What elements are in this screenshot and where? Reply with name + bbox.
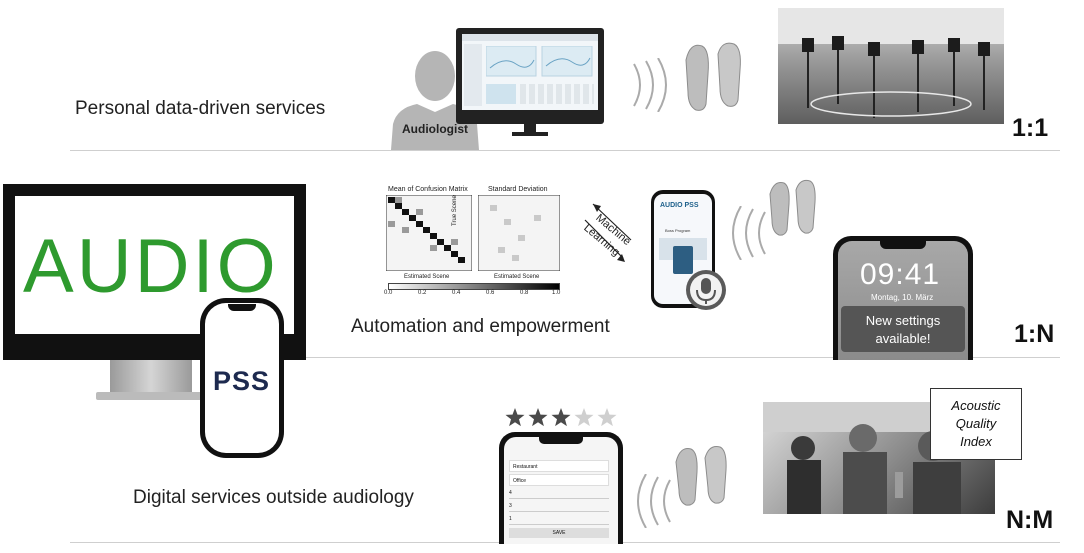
audiologist-monitor: [456, 28, 604, 136]
colorbar-tick-3: 0.6: [486, 290, 495, 296]
survey-field-5[interactable]: 1: [509, 515, 609, 525]
lock-screen-phone: 09:41 Montag, 10. März New settings avai…: [833, 236, 973, 360]
notification-text: New settings available!: [865, 313, 941, 346]
confusion-left-title: Mean of Confusion Matrix: [388, 186, 468, 193]
row-label-automation: Automation and empowerment: [351, 316, 610, 337]
hearing-aid-icon: [769, 179, 816, 236]
confusion-right-title: Standard Deviation: [488, 186, 548, 193]
sound-wave-icon: [732, 206, 766, 260]
confusion-xlabel-left: Estimated Scene: [404, 274, 450, 280]
confusion-colorbar: [388, 283, 560, 290]
survey-save-button[interactable]: SAVE: [509, 528, 609, 538]
survey-option-1-label: Restaurant: [513, 464, 538, 470]
colorbar-tick-0: 0.0: [384, 290, 393, 296]
audio-pss-app-phone: AUDIO PSS Boss Program: [651, 190, 715, 308]
pss-phone: PSS: [200, 298, 284, 458]
ratio-label-1-1: 1:1: [1012, 114, 1049, 142]
survey-phone: Restaurant Office 4 3 1 SAVE: [499, 432, 623, 544]
survey-option-2-label: Office: [513, 478, 526, 484]
colorbar-tick-2: 0.4: [452, 290, 461, 296]
row-label-digital: Digital services outside audiology: [133, 487, 414, 508]
machine-learning-label: Machine Learning: [581, 200, 663, 270]
aqi-line-2: Quality: [955, 416, 997, 431]
acoustic-quality-index-box: Acoustic Quality Index: [930, 388, 1022, 460]
sound-wave-icon: [637, 474, 671, 528]
sound-wave-icon: [633, 58, 667, 112]
survey-field-4-value: 3: [509, 503, 512, 509]
row-divider-2: [300, 357, 1060, 358]
pss-logo-text: PSS: [213, 366, 271, 396]
listening-lab-photo: [778, 8, 1004, 124]
star-icon[interactable]: [597, 408, 617, 427]
star-rating[interactable]: [504, 407, 618, 429]
aqi-line-1: Acoustic: [951, 398, 1001, 413]
ratio-label-n-m: N:M: [1006, 506, 1054, 534]
star-icon[interactable]: [551, 408, 571, 427]
star-icon[interactable]: [528, 408, 548, 427]
audio-logo-text: AUDIO: [23, 224, 279, 309]
colorbar-tick-4: 0.8: [520, 290, 529, 296]
survey-option-2[interactable]: Office: [509, 474, 609, 486]
monitor-stand: [110, 360, 192, 394]
colorbar-tick-1: 0.2: [418, 290, 427, 296]
confusion-xlabel-right: Estimated Scene: [494, 274, 540, 280]
survey-field-4[interactable]: 3: [509, 502, 609, 512]
colorbar-ticks: 0.0 0.2 0.4 0.6 0.8 1.0: [384, 290, 564, 300]
app-brand: AUDIO PSS: [660, 202, 699, 209]
survey-option-1[interactable]: Restaurant: [509, 460, 609, 472]
app-home-tile[interactable]: [673, 246, 693, 274]
survey-field-5-value: 1: [509, 516, 512, 522]
confusion-ylabel: True Scene: [452, 195, 458, 226]
confusion-matrix-mean: [386, 195, 472, 271]
row-divider-1: [70, 150, 1060, 151]
notification-banner[interactable]: New settings available!: [841, 306, 965, 352]
confusion-matrix-std: [478, 195, 560, 271]
microphone-icon[interactable]: [684, 268, 728, 312]
row-label-personal: Personal data-driven services: [75, 98, 326, 119]
colorbar-tick-5: 1.0: [552, 290, 561, 296]
survey-field-3-value: 4: [509, 490, 512, 496]
hearing-aid-icon: [685, 42, 741, 111]
monitor-dashboard: [462, 34, 598, 110]
aqi-line-3: Index: [960, 434, 992, 449]
app-program: Boss Program: [665, 228, 691, 233]
survey-field-3[interactable]: 4: [509, 489, 609, 499]
star-icon[interactable]: [574, 408, 594, 427]
hearing-aid-icon: [675, 446, 727, 506]
lock-time: 09:41: [860, 258, 941, 291]
star-icon[interactable]: [505, 408, 525, 427]
ratio-label-1-n: 1:N: [1014, 320, 1055, 348]
audiologist-label: Audiologist: [402, 122, 468, 136]
lock-date: Montag, 10. März: [871, 293, 934, 302]
monitor-base: [96, 392, 206, 400]
